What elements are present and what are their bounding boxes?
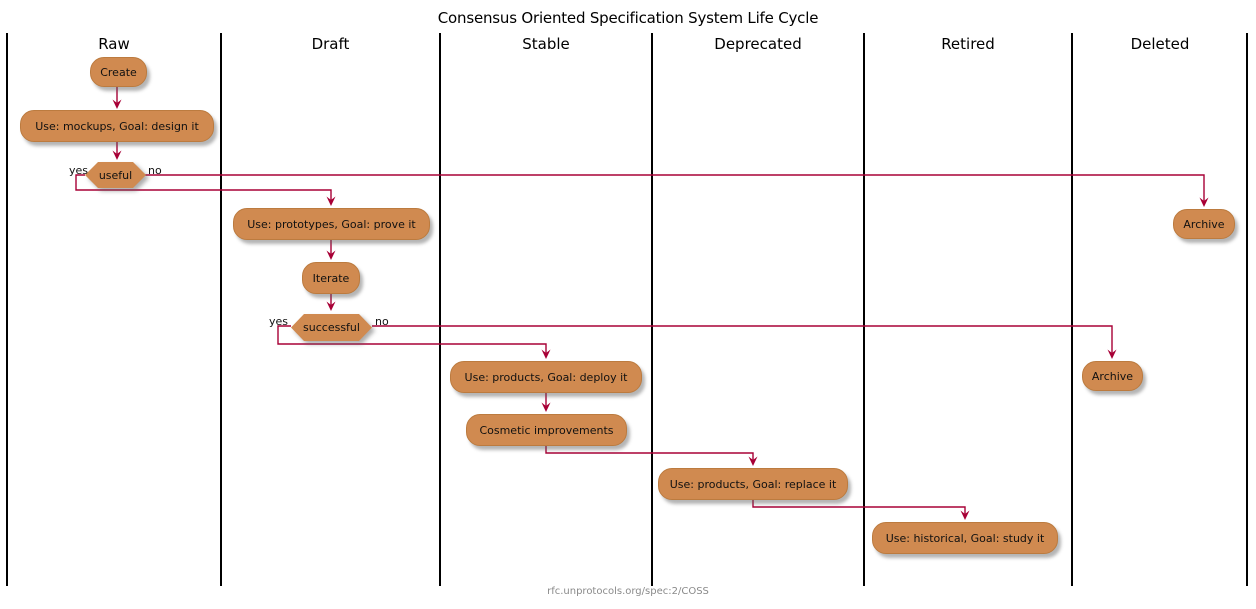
decision-successful: successful	[291, 314, 372, 341]
lane-title-stable: Stable	[522, 35, 570, 53]
lane-title-deleted: Deleted	[1130, 35, 1190, 53]
lane-divider	[220, 33, 222, 586]
arrowhead	[326, 196, 336, 206]
arrowhead	[326, 301, 336, 311]
arrowhead	[112, 150, 122, 160]
branch-label-successful-yes: yes	[268, 315, 288, 328]
arrowhead	[112, 99, 122, 109]
arrowhead	[1107, 349, 1117, 359]
arrowhead	[326, 250, 336, 260]
branch-label-useful-yes: yes	[68, 164, 88, 177]
edge-replace-to-historical	[752, 500, 966, 515]
lane-divider	[6, 33, 8, 586]
arrowhead	[541, 349, 551, 359]
activity-deploy: Use: products, Goal: deploy it	[450, 361, 642, 393]
activity-replace: Use: products, Goal: replace it	[658, 468, 848, 500]
activity-create: Create	[90, 57, 147, 87]
edge-cosmetic-to-replace	[545, 446, 754, 461]
decision-useful: useful	[85, 162, 146, 188]
lane-divider	[1071, 33, 1073, 586]
activity-prototypes: Use: prototypes, Goal: prove it	[233, 208, 430, 240]
decision-successful-label: successful	[291, 314, 372, 341]
arrowhead	[960, 510, 970, 520]
arrowhead	[748, 456, 758, 466]
lane-divider	[439, 33, 441, 586]
activity-iterate: Iterate	[302, 262, 360, 294]
activity-cosmetic: Cosmetic improvements	[466, 414, 627, 446]
branch-label-successful-no: no	[375, 315, 389, 328]
activity-archive-deleted-2: Archive	[1082, 361, 1143, 391]
decision-useful-label: useful	[85, 162, 146, 188]
arrowhead	[1199, 197, 1209, 207]
arrowhead	[541, 402, 551, 412]
activity-historical: Use: historical, Goal: study it	[872, 522, 1058, 554]
edge-successful-no-to-archive	[372, 325, 1113, 354]
activity-archive-deleted-1: Archive	[1173, 209, 1235, 239]
lane-title-retired: Retired	[941, 35, 995, 53]
lane-divider	[1246, 33, 1248, 586]
branch-label-useful-no: no	[148, 164, 162, 177]
lane-divider	[863, 33, 865, 586]
lane-divider	[651, 33, 653, 586]
edge-successful-yes-to-deploy	[277, 325, 547, 354]
activity-mockups: Use: mockups, Goal: design it	[20, 110, 214, 142]
lane-title-draft: Draft	[311, 35, 350, 53]
diagram-title: Consensus Oriented Specification System …	[437, 9, 819, 27]
lane-title-raw: Raw	[98, 35, 130, 53]
edge-useful-yes-to-prototypes	[75, 174, 332, 201]
diagram-footer-link: rfc.unprotocols.org/spec:2/COSS	[547, 586, 709, 597]
lane-title-deprecated: Deprecated	[714, 35, 802, 53]
edge-useful-no-to-archive	[145, 174, 1205, 202]
